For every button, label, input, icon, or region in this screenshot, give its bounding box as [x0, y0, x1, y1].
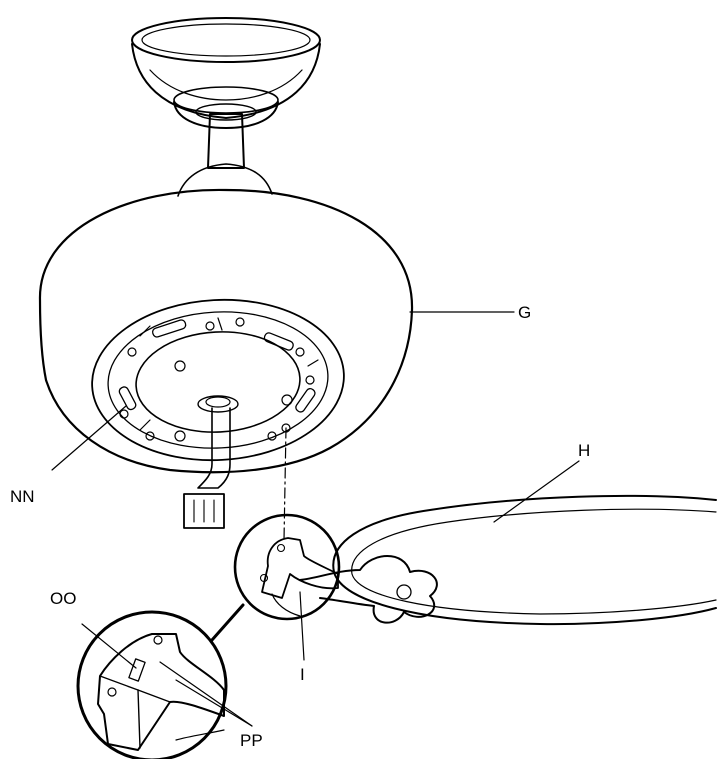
label-h: H: [578, 441, 590, 460]
leader-line-pp-2: [159, 661, 253, 727]
detail-connector-line: [210, 603, 245, 642]
ceiling-canopy: [131, 17, 321, 129]
downrod: [177, 113, 273, 197]
motor-housing: [38, 188, 414, 474]
mounting-ring: [91, 298, 345, 462]
wire-harness: [183, 407, 231, 529]
leader-line-nn: [51, 405, 127, 471]
label-g: G: [518, 303, 531, 322]
fan-blade: [332, 494, 717, 626]
detail-circle-large: [76, 610, 228, 759]
leader-line-h: [493, 460, 580, 523]
leader-line-pp-1: [175, 679, 253, 727]
leader-line-oo: [81, 623, 137, 669]
blade-iron: [299, 555, 438, 624]
label-oo: OO: [50, 589, 76, 608]
label-i: I: [300, 665, 305, 684]
leader-line-i: [299, 591, 305, 661]
label-pp: PP: [240, 731, 263, 750]
label-nn: NN: [10, 487, 35, 506]
alignment-line: [283, 427, 287, 541]
detail-circle-small: [233, 513, 341, 621]
